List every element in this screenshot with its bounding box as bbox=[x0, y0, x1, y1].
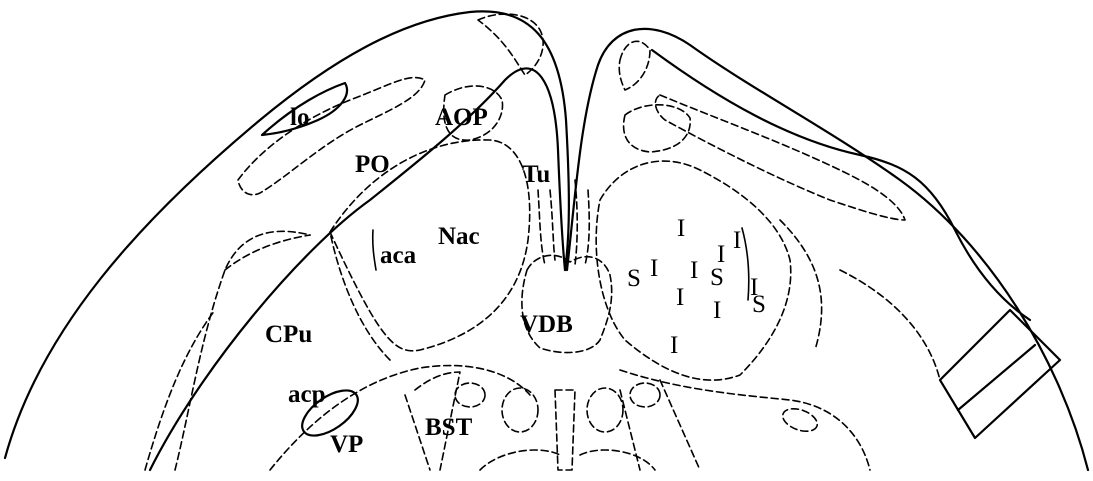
marker-i: I bbox=[677, 215, 685, 242]
label-aca: aca bbox=[380, 242, 417, 269]
right-hemisphere-outline bbox=[567, 29, 1088, 470]
label-tu: Tu bbox=[522, 161, 550, 188]
marker-i: I bbox=[670, 332, 678, 359]
marker-s: S bbox=[752, 291, 766, 318]
marker-i: I bbox=[676, 284, 684, 311]
label-cpu: CPu bbox=[265, 321, 312, 348]
label-po: PO bbox=[355, 151, 390, 178]
label-nac: Nac bbox=[438, 223, 480, 250]
label-vp: VP bbox=[330, 431, 363, 458]
label-aop: AOP bbox=[435, 104, 488, 131]
aca-stroke bbox=[373, 230, 376, 270]
marker-i: I bbox=[650, 255, 658, 282]
right-marker-stroke bbox=[742, 228, 749, 300]
marker-i: I bbox=[733, 227, 741, 254]
marker-s: S bbox=[710, 264, 724, 291]
right-lateral-box-divider bbox=[958, 345, 1035, 410]
dashed-boundaries bbox=[145, 14, 940, 470]
label-vdb: VDB bbox=[520, 311, 573, 338]
label-bst: BST bbox=[425, 414, 473, 441]
marker-i: I bbox=[690, 257, 698, 284]
label-lo: lo bbox=[290, 104, 309, 131]
marker-i: I bbox=[713, 297, 721, 324]
marker-s: S bbox=[627, 265, 641, 292]
label-acp: acp bbox=[288, 381, 326, 408]
